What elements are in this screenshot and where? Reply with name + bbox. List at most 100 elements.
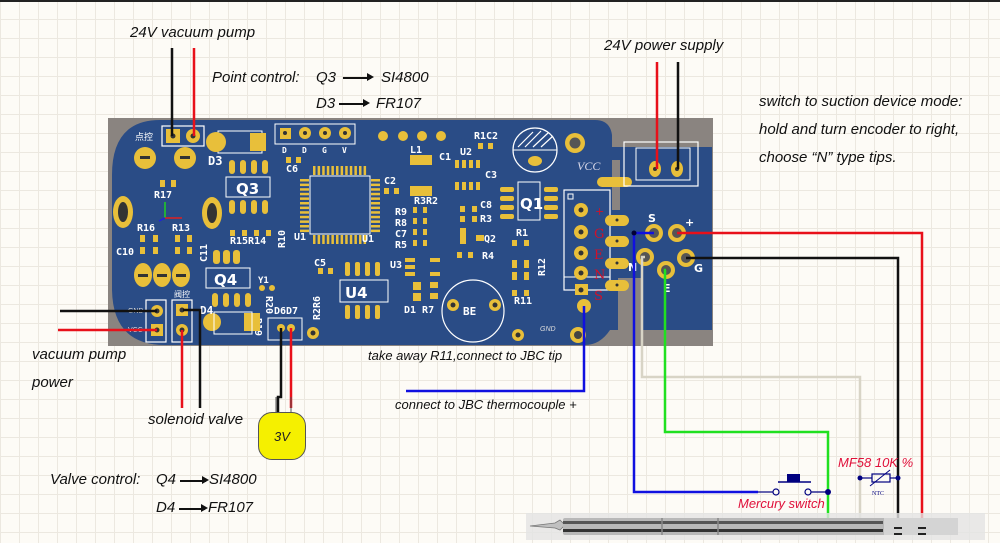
arrow-d3: [339, 99, 370, 107]
qfp-pin: [300, 202, 309, 205]
qfp-pin: [322, 166, 325, 175]
svg-text:U1: U1: [362, 234, 374, 245]
qfp-pin: [317, 235, 321, 244]
svg-text:C2: C2: [384, 176, 396, 187]
label-mode-line1: switch to suction device mode:: [759, 93, 963, 110]
top-border: [0, 0, 1000, 2]
svg-text:R1C2: R1C2: [474, 131, 498, 142]
svg-text:C6: C6: [286, 164, 298, 175]
silk-q3: Q3: [236, 180, 259, 198]
svg-text:C5: C5: [314, 258, 326, 269]
svg-text:R9: R9: [395, 207, 407, 218]
qfp-pin: [300, 229, 309, 233]
label-24v-vacuum-pump: 24V vacuum pump: [130, 24, 256, 41]
label-ntc-resistor: MF58 10K %: [838, 455, 914, 470]
qfp-pin: [363, 166, 367, 175]
qfp-pin: [363, 235, 367, 244]
svg-text:Q2: Q2: [484, 234, 496, 245]
wire-e-green: [663, 268, 830, 523]
svg-text:R2R6: R2R6: [312, 296, 323, 320]
silk-u4: U4: [345, 284, 368, 302]
qfp-pin: [336, 166, 339, 175]
connector-pump-outline: [161, 125, 205, 147]
battery-3v: 3V: [258, 412, 306, 460]
wire-plus-red: [677, 231, 924, 527]
svg-text:R3: R3: [480, 214, 492, 225]
qfp-pin: [300, 206, 309, 210]
qfp-pin: [345, 235, 348, 244]
svg-text:D1 R7: D1 R7: [404, 305, 434, 316]
qfp-pin: [354, 235, 357, 244]
qfp-pin: [322, 235, 325, 244]
silk-prog-g: G: [322, 146, 327, 155]
arrow-d4: [179, 504, 208, 512]
svg-text:R15R14: R15R14: [230, 236, 266, 247]
qfp-pin: [349, 166, 353, 175]
svg-text:C7: C7: [395, 229, 407, 240]
silk-pin-g: G: [594, 227, 604, 242]
u1-mcu: [309, 175, 371, 235]
label-valve-q4: Q4: [156, 471, 177, 488]
silk-handle-s: S: [648, 212, 656, 225]
svg-text:R3R2: R3R2: [414, 196, 438, 207]
wire-battery-black: [276, 328, 283, 412]
label-valve-fr107: FR107: [208, 499, 254, 516]
silk-valve-ctrl: 阀控: [174, 289, 190, 299]
label-vacuum-pump-power-2: power: [32, 374, 73, 391]
label-mercury-switch: Mercury switch: [738, 496, 825, 511]
ntc-thermistor-symbol: NTC: [857, 469, 901, 497]
jbc-soldering-tip: [526, 513, 985, 540]
qfp-pin: [371, 211, 380, 214]
svg-text:C8: C8: [480, 200, 492, 211]
qfp-pin: [336, 235, 339, 244]
svg-text:U3: U3: [390, 260, 402, 271]
qfp-pin: [349, 235, 353, 244]
qfp-pin: [313, 235, 316, 244]
silk-pin-e: E: [594, 248, 604, 263]
label-valve-si4800: SI4800: [209, 471, 257, 488]
wire-n-beige: [640, 255, 862, 520]
svg-text:R8: R8: [395, 218, 407, 229]
svg-text:R17: R17: [154, 190, 172, 201]
label-valve-d4: D4: [156, 499, 176, 516]
label-24v-power-supply: 24V power supply: [604, 37, 724, 54]
svg-text:BE: BE: [463, 305, 476, 318]
silk-q1: Q1: [520, 195, 543, 213]
silk-pin-plus: +: [595, 205, 604, 218]
qfp-pin: [371, 183, 380, 187]
qfp-pin: [371, 197, 380, 200]
label-thermocouple: connect to JBC thermocouple +: [395, 397, 577, 412]
silk-q4: Q4: [214, 271, 237, 289]
label-vacuum-pump-power-1: vacuum pump: [32, 346, 127, 363]
label-mode-line2: hold and turn encoder to right,: [759, 121, 960, 138]
svg-text:L1: L1: [410, 145, 422, 156]
svg-text:R16: R16: [137, 223, 155, 234]
qfp-pin: [371, 179, 380, 182]
qfp-pin: [300, 225, 309, 228]
qfp-pin: [371, 206, 380, 210]
svg-text:D6D7: D6D7: [274, 306, 298, 317]
qfp-pin: [313, 166, 316, 175]
label-point-d3: D3: [316, 95, 336, 112]
qfp-pin: [300, 211, 309, 214]
silk-handle-g: G: [694, 262, 703, 275]
qfp-pin: [371, 188, 380, 191]
label-point-fr107: FR107: [376, 95, 422, 112]
svg-text:C3: C3: [485, 170, 497, 181]
qfp-pin: [300, 197, 309, 200]
label-point-control: Point control:: [212, 69, 300, 86]
arrow-q3: [343, 73, 374, 81]
svg-text:Y1: Y1: [258, 276, 269, 286]
silk-point-ctrl: 点控: [135, 131, 153, 142]
silk-pin-s: S: [594, 289, 603, 304]
label-take-away-r11: take away R11,connect to JBC tip: [368, 348, 563, 363]
qfp-pin: [371, 215, 380, 219]
wire-g-black: [686, 256, 900, 527]
qfp-pin: [359, 166, 362, 175]
qfp-pin: [371, 220, 380, 223]
qfp-pin: [371, 225, 380, 228]
label-valve-control: Valve control:: [50, 471, 141, 488]
svg-text:R10: R10: [277, 230, 288, 248]
qfp-pin: [300, 183, 309, 187]
